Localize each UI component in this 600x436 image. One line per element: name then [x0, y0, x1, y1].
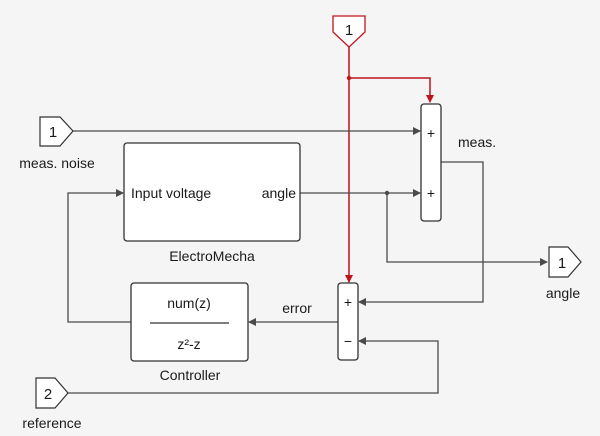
sum-meas-block[interactable]: + + [420, 103, 442, 222]
meas-signal-label: meas. [458, 134, 496, 150]
sign-1: + [427, 125, 435, 141]
branch-point [346, 75, 352, 81]
inport-label: reference [22, 415, 81, 431]
outport-label: angle [546, 285, 580, 301]
sign-2: − [344, 333, 352, 349]
controller-block[interactable]: num(z) z²-z [130, 282, 249, 362]
inport-top[interactable]: 1 [332, 15, 366, 48]
sum-error-block[interactable]: + − [337, 282, 359, 361]
inport-number: 2 [44, 386, 52, 403]
signal-control-voltage[interactable] [67, 189, 131, 323]
sign-1: + [344, 294, 352, 310]
outport-angle[interactable]: 1 [548, 246, 582, 278]
signal-reference[interactable] [68, 337, 439, 394]
branch-point [384, 190, 390, 196]
inport-reference[interactable]: 2 [35, 377, 69, 409]
controller-name: Controller [160, 367, 221, 383]
input-port-label: Input voltage [131, 185, 211, 201]
sign-2: + [427, 185, 435, 201]
numerator: num(z) [167, 295, 211, 311]
highlighted-signal[interactable] [345, 46, 434, 283]
signal-angle[interactable] [300, 189, 548, 266]
error-signal-label: error [282, 300, 312, 316]
output-port-label: angle [262, 185, 296, 201]
signal-meas[interactable] [358, 161, 484, 306]
denominator: z²-z [177, 336, 200, 352]
inport-number: 1 [345, 22, 353, 39]
outport-number: 1 [558, 255, 566, 272]
inport-number: 1 [49, 124, 57, 141]
electromecha-name: ElectroMecha [169, 248, 255, 264]
inport-meas-noise[interactable]: 1 [39, 116, 74, 147]
inport-label: meas. noise [19, 155, 95, 171]
electromecha-block[interactable]: Input voltage angle [123, 142, 301, 242]
